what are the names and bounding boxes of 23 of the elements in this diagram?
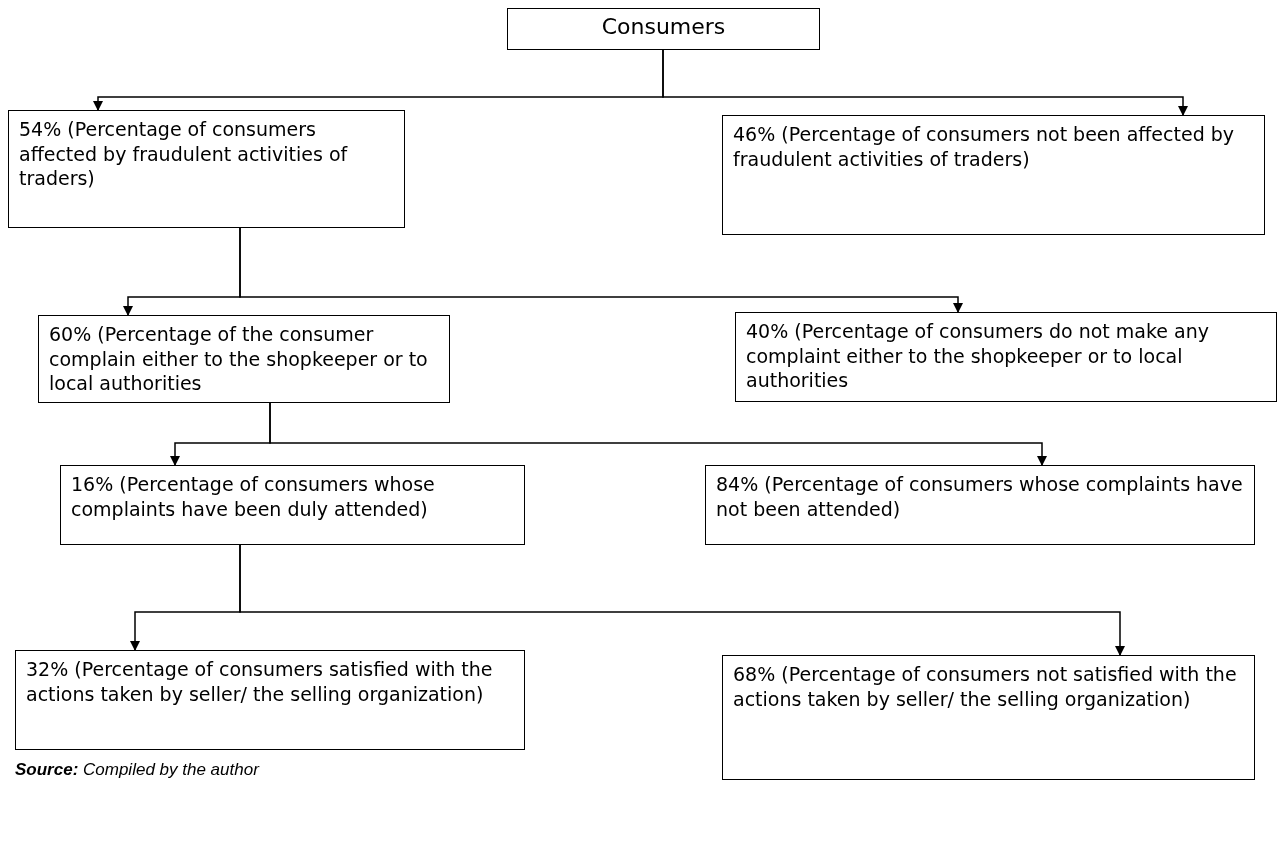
connector-arrow: [269, 402, 1047, 466]
process-box: [735, 312, 1277, 402]
connector-arrow: [662, 49, 1188, 116]
source-note: Source: Compiled by the author: [15, 760, 259, 780]
process-box: [722, 115, 1265, 235]
box-text: 54% (Percentage of consumers affected by fraudulent activities of traders): [19, 117, 349, 192]
box-text: 40% (Percentage of consumers do not make any complaint either to the shopkeeper or to local authorities: [746, 319, 1210, 394]
process-box: [15, 650, 525, 750]
box-text: 46% (Percentage of consumers not been affected by fraudulent activities of traders): [733, 122, 1236, 172]
box-text: 16% (Percentage of consumers whose complaints have been duly attended): [71, 472, 436, 522]
box-text: 84% (Percentage of consumers whose complaints have not been attended): [716, 472, 1244, 522]
connector-arrow: [239, 544, 1125, 656]
process-box: [38, 315, 450, 404]
process-box: [722, 655, 1255, 780]
process-box: [60, 465, 525, 545]
box-text: Consumers: [600, 13, 727, 41]
process-box: [507, 8, 820, 50]
process-box: [705, 465, 1255, 545]
box-text: 68% (Percentage of consumers not satisfied with the actions taken by seller/ the selling organization): [733, 662, 1238, 712]
box-text: 60% (Percentage of the consumer complain either to the shopkeeper or to local authorities: [49, 322, 429, 397]
process-box: [8, 110, 405, 228]
box-text: 32% (Percentage of consumers satisfied with the actions taken by seller/ the selling organization): [26, 657, 494, 707]
connector-arrow: [239, 227, 963, 313]
